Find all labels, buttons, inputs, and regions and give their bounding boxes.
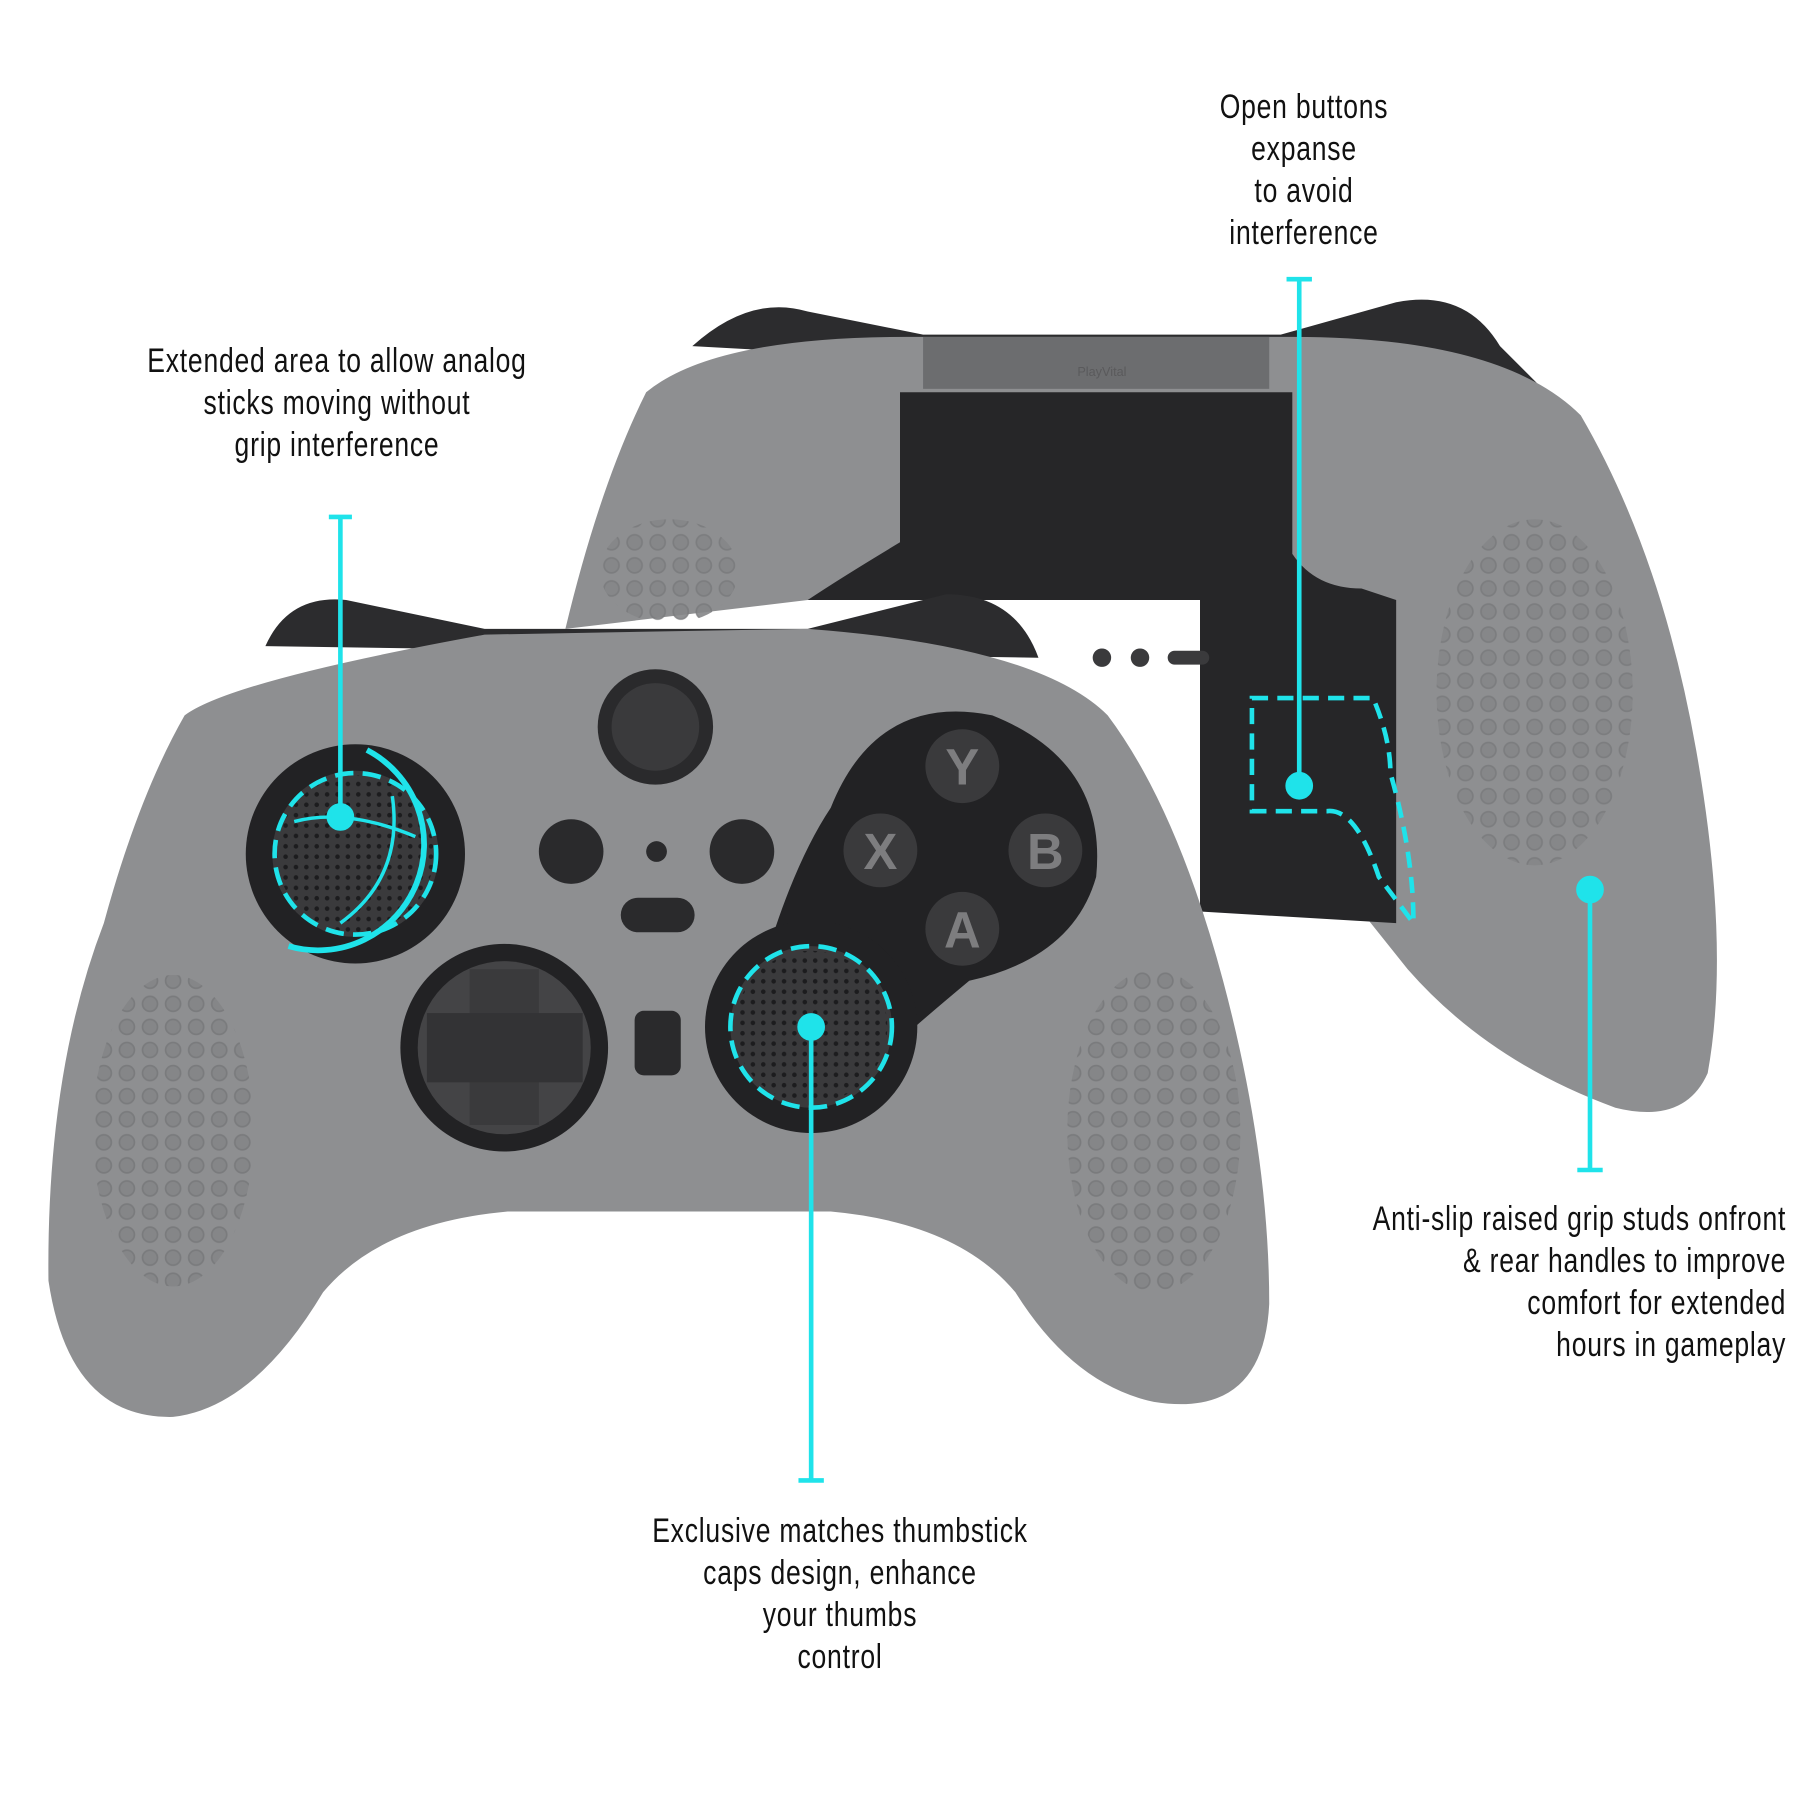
callout-line: & rear handles to improve [1462, 1242, 1786, 1280]
callout-line: sticks moving without [203, 384, 471, 422]
brand-logo: PlayVital [1077, 365, 1126, 379]
b-button-label: B [1027, 823, 1064, 880]
callout-line: comfort for extended [1527, 1284, 1786, 1322]
callout-line: expanse [1251, 130, 1357, 168]
callout-line: Extended area to allow analog [147, 342, 527, 380]
callout-lines [326, 276, 1604, 1483]
callout-line: Exclusive matches thumbstick [652, 1512, 1028, 1550]
callout-line: Anti-slip raised grip studs onfront [1372, 1200, 1786, 1238]
callout-grip-studs: Anti-slip raised grip studs onfront & re… [1373, 1198, 1786, 1366]
callout-line: grip interference [234, 426, 440, 464]
callout-line: Open buttons [1219, 88, 1389, 126]
front-controller: Y X B A [48, 594, 1416, 1417]
callout-open-buttons: Open buttons expanse to avoid interferen… [1187, 86, 1421, 254]
callout-line: to avoid [1254, 172, 1354, 210]
x-button-label: X [863, 823, 897, 880]
callout-line: your thumbs [762, 1596, 918, 1634]
callout-line: caps design, enhance [703, 1554, 977, 1592]
rear-controller: PlayVital [565, 299, 1717, 1113]
y-button-label: Y [945, 739, 979, 796]
callout-extended-area: Extended area to allow analog sticks mov… [142, 340, 532, 466]
callout-line: control [797, 1638, 883, 1676]
callout-line: interference [1229, 214, 1379, 252]
a-button-label: A [944, 901, 981, 958]
callout-line: hours in gameplay [1556, 1326, 1786, 1364]
callout-thumbstick-caps: Exclusive matches thumbstick caps design… [645, 1510, 1035, 1678]
